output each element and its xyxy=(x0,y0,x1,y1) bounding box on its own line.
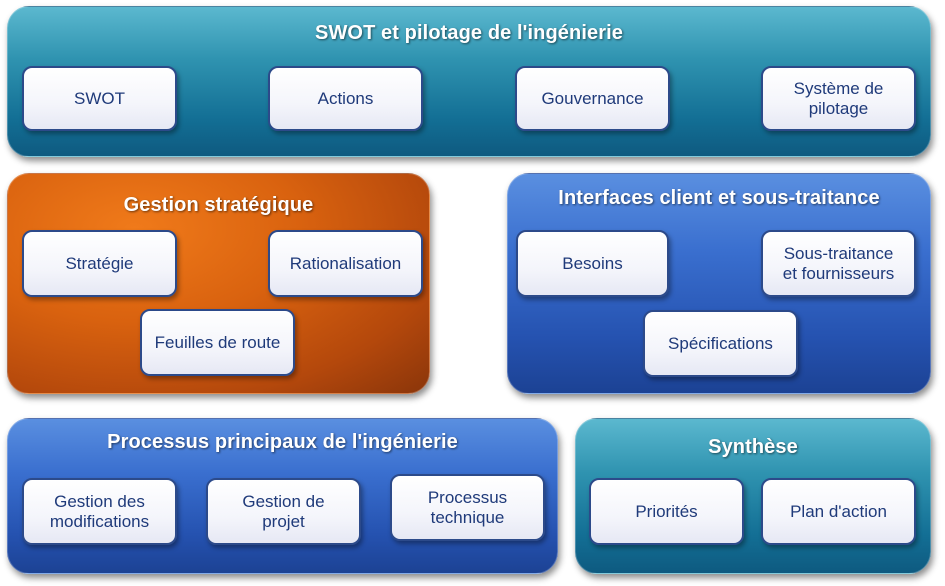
box-actions: Actions xyxy=(268,66,423,131)
box-gestion-modifications: Gestion des modifications xyxy=(22,478,177,545)
group-title-gestion-strategique: Gestion stratégique xyxy=(123,194,314,216)
box-feuilles-de-route: Feuilles de route xyxy=(140,309,295,376)
group-title-processus-principaux: Processus principaux de l'ingénierie xyxy=(107,431,458,453)
box-besoins: Besoins xyxy=(516,230,669,297)
box-systeme-pilotage: Système de pilotage xyxy=(761,66,916,131)
group-title-swot-pilotage: SWOT et pilotage de l'ingénierie xyxy=(315,22,623,44)
box-priorites: Priorités xyxy=(589,478,744,545)
box-plan-action: Plan d'action xyxy=(761,478,916,545)
box-gouvernance: Gouvernance xyxy=(515,66,670,131)
group-title-synthese: Synthèse xyxy=(708,436,798,458)
box-processus-technique: Processus technique xyxy=(390,474,545,541)
box-specifications: Spécifications xyxy=(643,310,798,377)
group-title-interfaces-client: Interfaces client et sous-traitance xyxy=(558,187,880,209)
box-strategie: Stratégie xyxy=(22,230,177,297)
box-rationalisation: Rationalisation xyxy=(268,230,423,297)
box-sous-traitance-fournisseurs: Sous-traitance et fournisseurs xyxy=(761,230,916,297)
box-swot: SWOT xyxy=(22,66,177,131)
box-gestion-projet: Gestion de projet xyxy=(206,478,361,545)
